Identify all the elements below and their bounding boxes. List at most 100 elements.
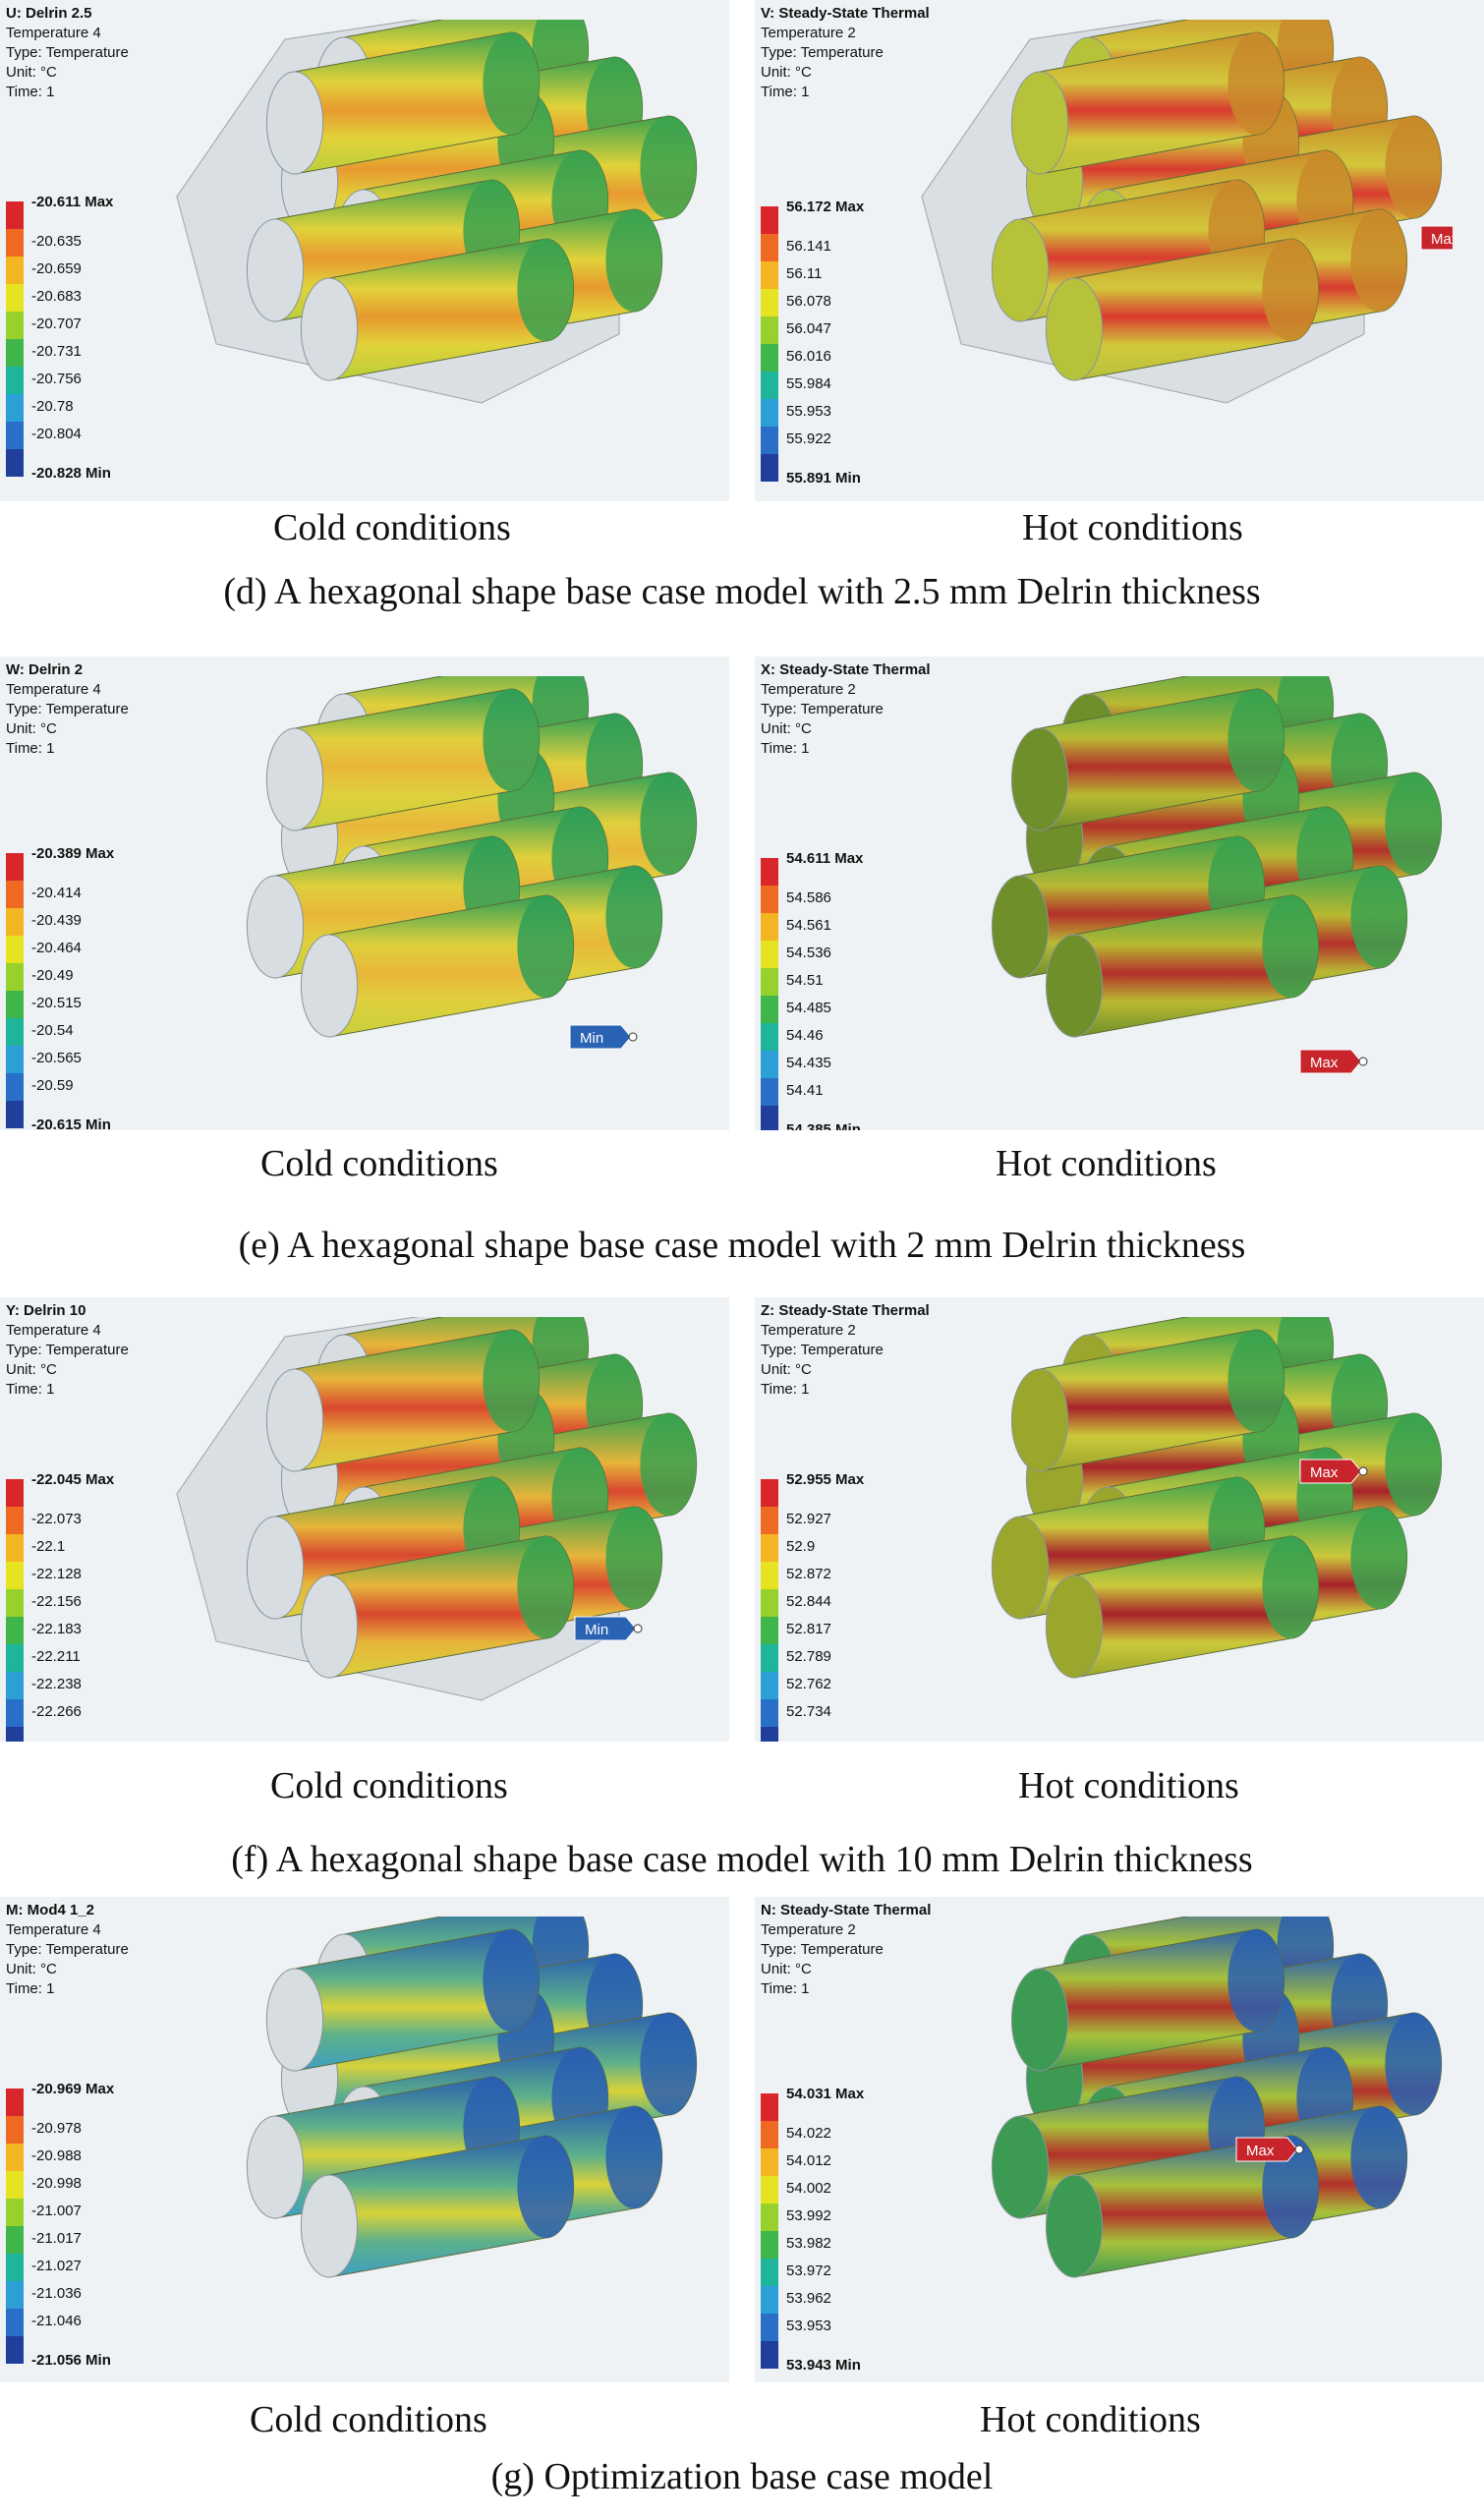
legend-label: 53.992 <box>786 2207 831 2224</box>
max-marker: Max <box>1420 225 1453 251</box>
legend-swatch <box>6 1644 24 1672</box>
legend-swatch <box>761 2286 778 2314</box>
legend-swatch <box>761 1699 778 1727</box>
result-title: X: Steady-State Thermal <box>761 661 931 678</box>
legend-label: 53.962 <box>786 2290 831 2307</box>
legend-label: 54.022 <box>786 2125 831 2142</box>
legend-swatch <box>6 2116 24 2144</box>
legend-label: 54.031 Max <box>786 2086 865 2102</box>
legend-swatch <box>761 886 778 913</box>
legend-swatch <box>6 2254 24 2281</box>
legend-label: 56.172 Max <box>786 199 865 215</box>
legend-swatch <box>6 2309 24 2336</box>
legend-swatch <box>6 229 24 257</box>
result-meta: Temperature 2 <box>761 1322 856 1339</box>
legend-label: -20.756 <box>31 371 82 387</box>
max-marker: Max <box>1299 1049 1368 1074</box>
legend-swatch <box>6 1018 24 1046</box>
row-caption: (g) Optimization base case model <box>490 2456 994 2497</box>
result-meta: Time: 1 <box>6 1980 55 1997</box>
cold-sublabel: Cold conditions <box>260 1143 498 1184</box>
result-meta: Unit: °C <box>761 64 812 81</box>
legend-swatch <box>761 1672 778 1699</box>
cold-model-render: Min <box>246 1917 698 2278</box>
result-title: W: Delrin 2 <box>6 661 84 678</box>
legend-swatch <box>761 2121 778 2148</box>
legend-label: -20.54 <box>31 1022 74 1039</box>
result-meta: Type: Temperature <box>761 701 884 717</box>
cylinder <box>1010 1329 1285 1472</box>
legend-swatch <box>6 449 24 477</box>
legend-label: -20.611 Max <box>31 194 114 210</box>
legend-swatch <box>6 312 24 339</box>
legend-swatch <box>761 2148 778 2176</box>
legend-label: -21.036 <box>31 2285 82 2302</box>
legend-label: 54.485 <box>786 1000 831 1016</box>
cylinder <box>300 1535 575 1679</box>
result-title: N: Steady-State Thermal <box>761 1902 932 1918</box>
result-title: U: Delrin 2.5 <box>6 5 92 22</box>
legend-swatch <box>761 996 778 1023</box>
legend-label: -20.439 <box>31 912 82 929</box>
legend-label: -20.988 <box>31 2147 82 2164</box>
legend-label: 52.872 <box>786 1566 831 1582</box>
result-meta: Time: 1 <box>6 84 55 100</box>
legend-swatch <box>6 422 24 449</box>
legend-label: 52.955 Max <box>786 1471 865 1488</box>
result-meta: Time: 1 <box>761 1980 810 1997</box>
legend-swatch <box>761 234 778 261</box>
legend-swatch <box>761 1589 778 1617</box>
legend-swatch <box>761 1078 778 1106</box>
legend-label: 56.016 <box>786 348 831 365</box>
cylinder <box>1010 688 1285 831</box>
legend-swatch <box>761 941 778 968</box>
legend-label: 52.817 <box>786 1621 831 1637</box>
hot-sublabel: Hot conditions <box>1022 507 1243 548</box>
legend-swatch <box>761 454 778 482</box>
legend-label: 55.922 <box>786 430 831 447</box>
legend-label: 56.11 <box>786 265 823 282</box>
min-marker: Min <box>574 1616 643 1641</box>
cylinder <box>1045 894 1320 1038</box>
legend-swatch <box>761 1617 778 1644</box>
result-meta: Type: Temperature <box>761 1941 884 1958</box>
legend-label: 54.002 <box>786 2180 831 2197</box>
legend-label: 54.536 <box>786 945 831 961</box>
legend-swatch <box>761 2259 778 2286</box>
svg-text:Max: Max <box>1246 2143 1275 2159</box>
legend-label: 52.789 <box>786 1648 831 1665</box>
legend-label: -20.659 <box>31 260 82 277</box>
result-meta: Type: Temperature <box>761 1342 884 1358</box>
result-meta: Temperature 2 <box>761 1921 856 1938</box>
result-meta: Temperature 4 <box>6 681 101 698</box>
cylinder <box>300 2135 575 2278</box>
legend-swatch <box>761 2314 778 2341</box>
legend-label: -20.707 <box>31 315 82 332</box>
legend-swatch <box>761 206 778 234</box>
cold-sublabel: Cold conditions <box>273 507 511 548</box>
legend-label: -20.635 <box>31 233 82 250</box>
legend-swatch <box>6 936 24 963</box>
legend-label: -20.731 <box>31 343 82 360</box>
row-caption: (f) A hexagonal shape base case model wi… <box>231 1839 1253 1880</box>
row-caption: (d) A hexagonal shape base case model wi… <box>223 571 1261 612</box>
legend-label: -22.238 <box>31 1676 82 1692</box>
legend-label: -20.414 <box>31 885 82 901</box>
cold-sublabel: Cold conditions <box>250 2399 487 2440</box>
legend-label: 54.51 <box>786 972 824 989</box>
legend-swatch <box>761 316 778 344</box>
legend-swatch <box>761 1562 778 1589</box>
legend-label: 56.141 <box>786 238 831 255</box>
hot-model-render: Max <box>991 676 1443 1074</box>
legend-label: 56.078 <box>786 293 831 310</box>
legend-label: -21.056 Min <box>31 2352 111 2369</box>
cylinder <box>1045 238 1320 381</box>
result-meta: Type: Temperature <box>6 1941 129 1958</box>
